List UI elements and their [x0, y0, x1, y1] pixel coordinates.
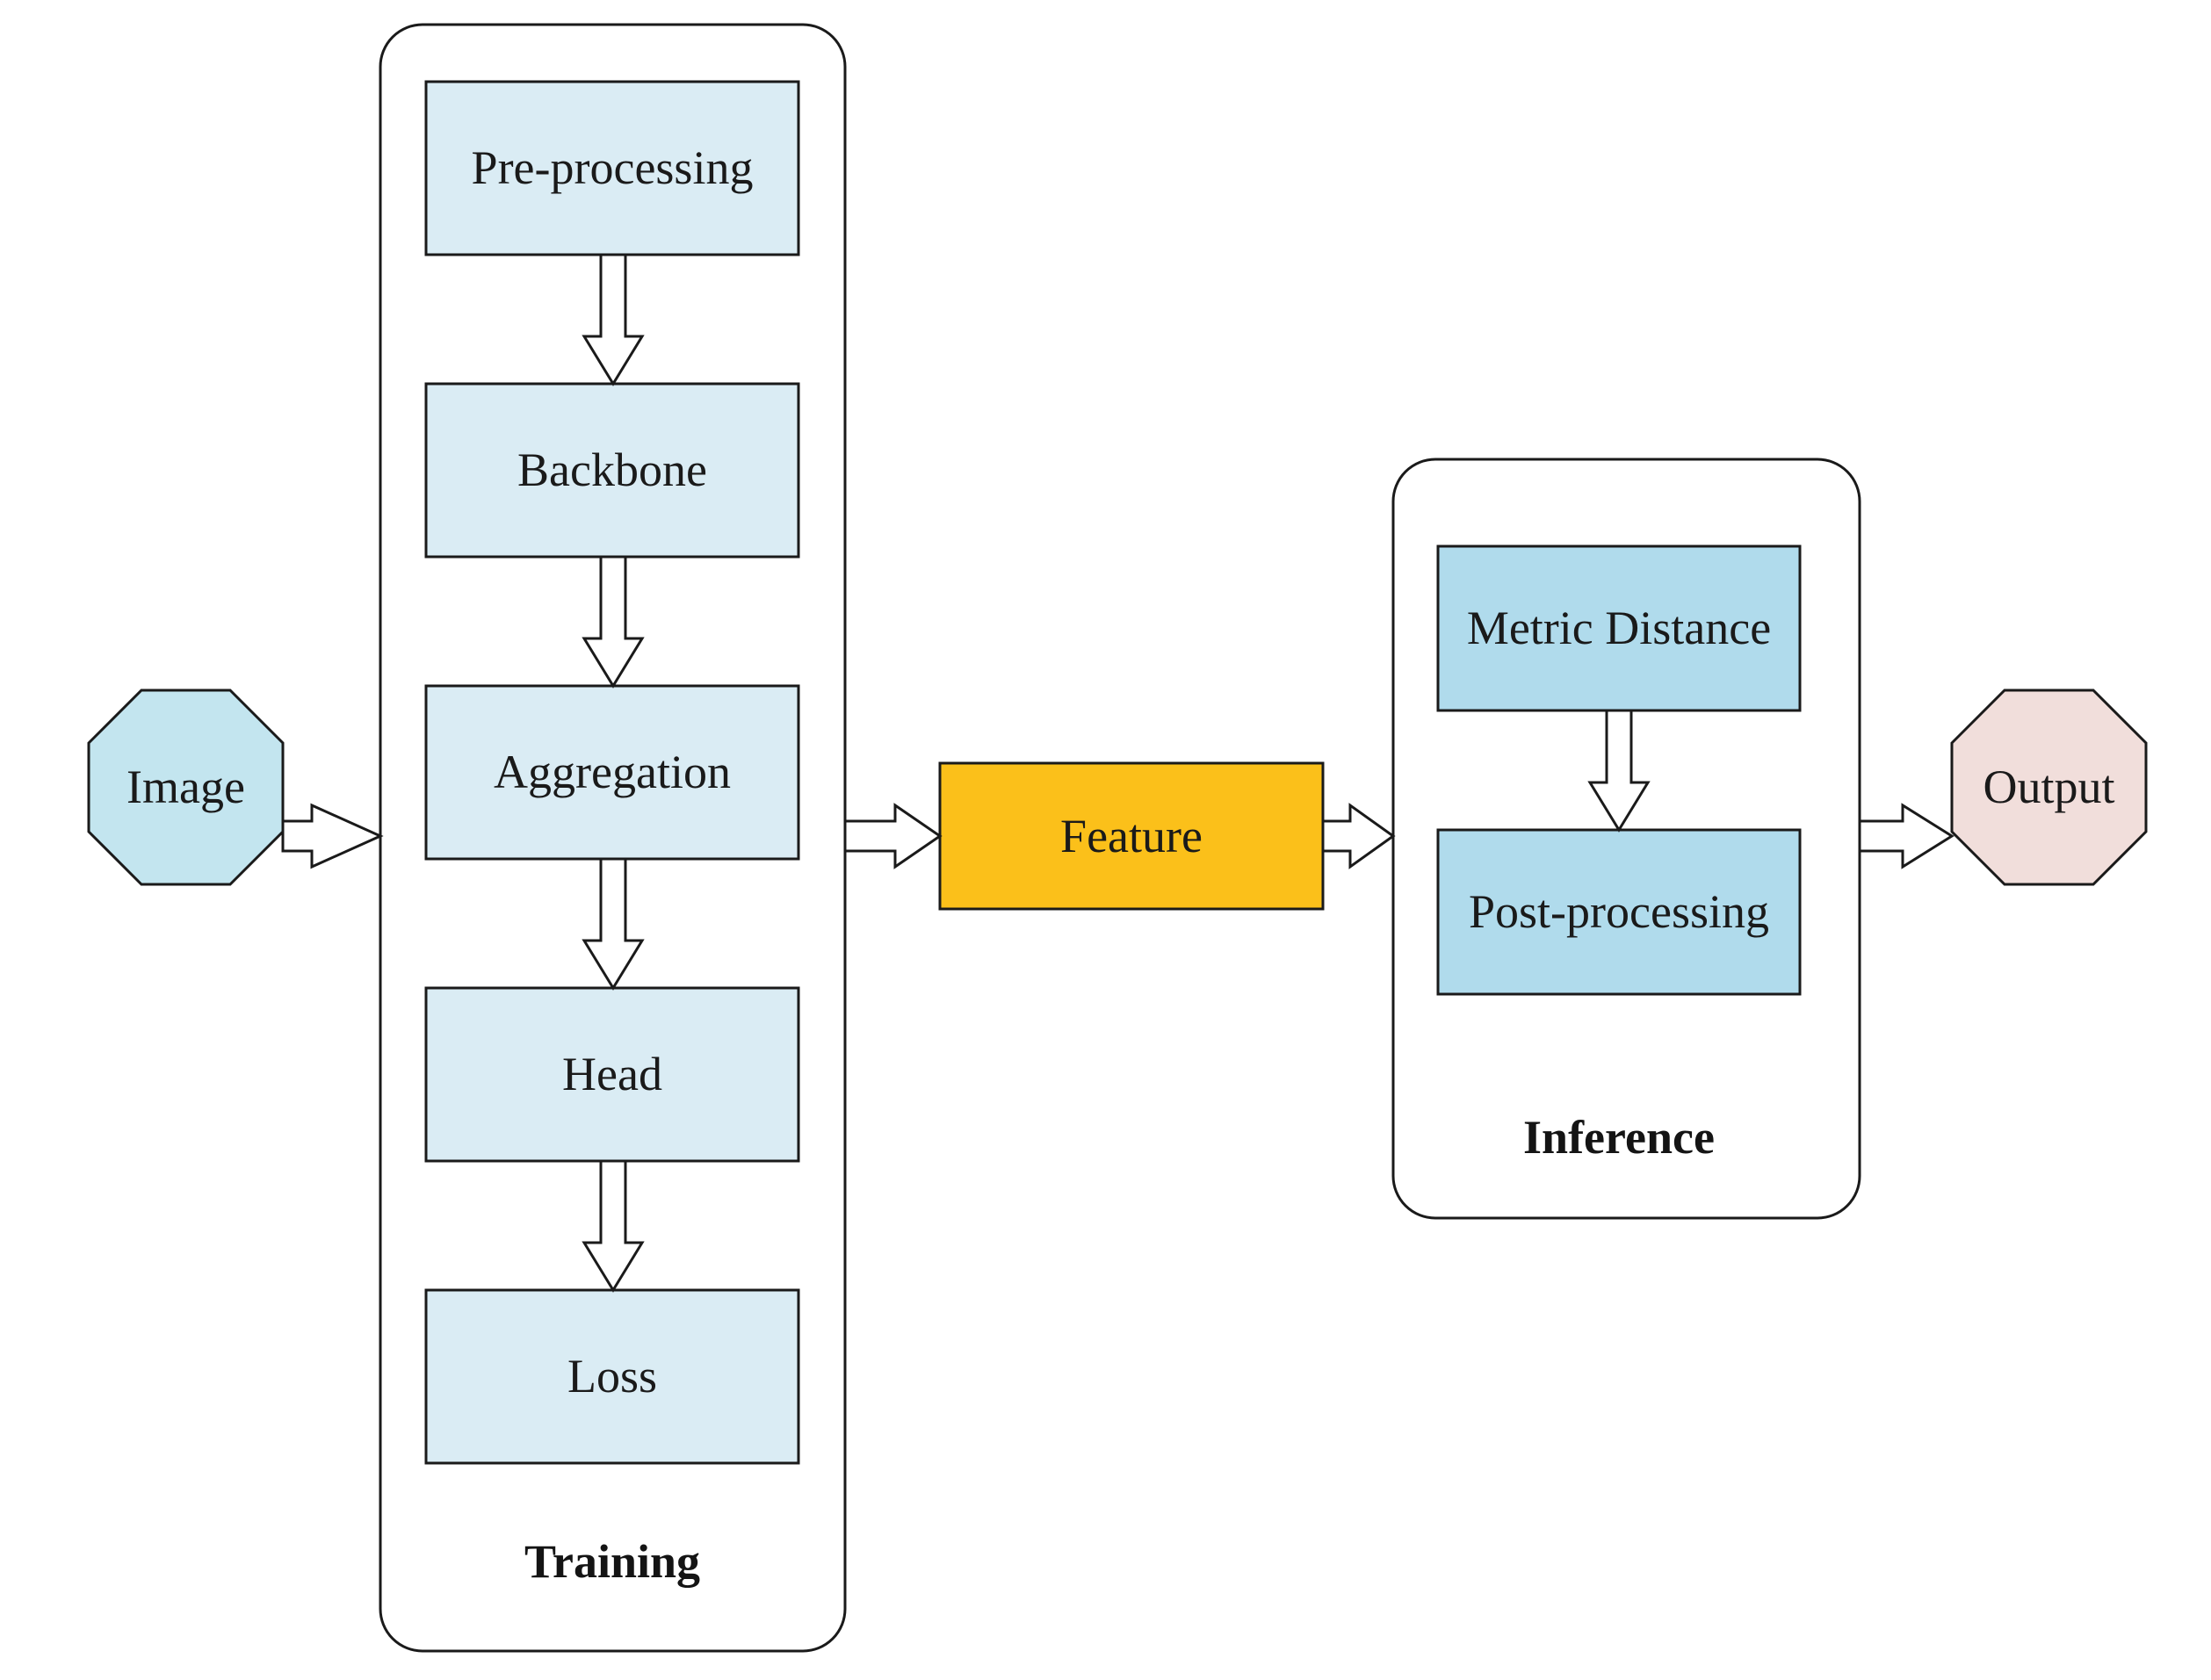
arrow-image-to-training: [281, 803, 384, 869]
arrow-aggregation-to-head: [582, 857, 645, 991]
arrow-training-to-feature: [843, 803, 943, 869]
training-step-backbone-shape[interactable]: [424, 382, 800, 559]
arrow-pre-processing-to-backbone: [582, 253, 645, 386]
training-step-loss-shape[interactable]: [424, 1288, 800, 1465]
inference-step-post-processing-shape[interactable]: [1436, 828, 1802, 996]
arrow-metric-distance-to-post-processing: [1587, 709, 1651, 833]
arrow-head-to-loss: [582, 1159, 645, 1293]
training-step-aggregation-shape[interactable]: [424, 684, 800, 861]
feature-node-shape[interactable]: [938, 761, 1325, 911]
arrow-backbone-to-aggregation: [582, 555, 645, 689]
arrow-inference-to-output: [1858, 803, 1954, 869]
output-node-shape[interactable]: [1950, 689, 2148, 886]
inference-step-metric-distance-shape[interactable]: [1436, 544, 1802, 712]
arrow-feature-to-inference: [1321, 803, 1396, 869]
image-node-shape[interactable]: [87, 689, 285, 886]
training-step-pre-processing-shape[interactable]: [424, 80, 800, 256]
training-step-head-shape[interactable]: [424, 986, 800, 1163]
